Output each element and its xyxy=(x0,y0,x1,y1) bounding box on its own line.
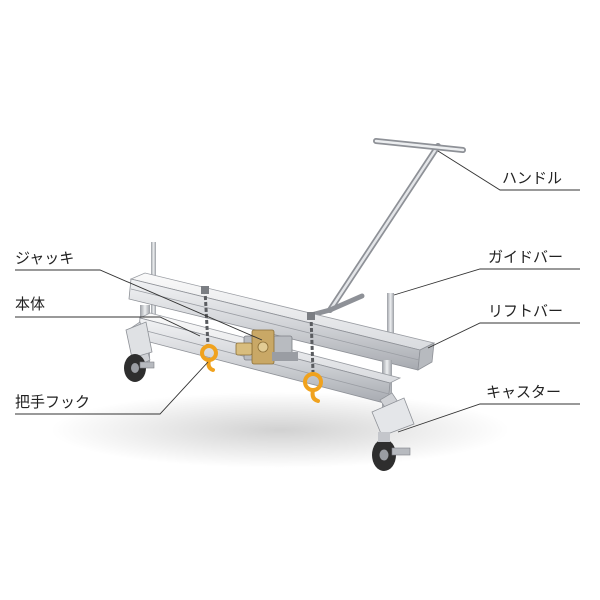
label-lift-bar: リフトバー xyxy=(488,302,563,320)
left-grip-hook xyxy=(200,344,218,372)
label-grip-hook: 把手フック xyxy=(15,393,90,411)
right-grip-hook xyxy=(303,372,323,403)
left-chain xyxy=(201,286,210,346)
handle-assembly xyxy=(297,138,466,321)
front-right-caster xyxy=(371,397,415,471)
label-guide-bar: ガイドバー xyxy=(488,248,563,266)
rear-left-caster xyxy=(124,321,155,382)
label-handle: ハンドル xyxy=(502,169,562,187)
label-jack: ジャッキ xyxy=(15,249,74,267)
ground-shadow xyxy=(50,392,510,468)
right-chain xyxy=(307,312,315,373)
leader-lines xyxy=(15,150,580,433)
label-caster: キャスター xyxy=(486,383,561,401)
label-body: 本体 xyxy=(15,295,45,313)
